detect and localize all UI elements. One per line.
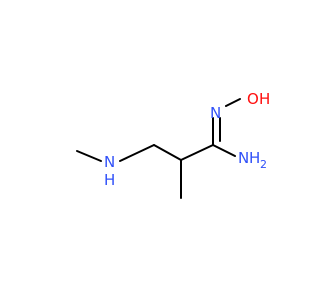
atom-amine-h: H [104,171,115,189]
atom-labels: O H N N H N H 2 [104,90,270,189]
bond-n-o [225,98,241,107]
bonds [76,98,241,199]
structure-svg: O H N N H N H 2 [76,90,270,199]
bond-n-ch2 [119,144,155,162]
atom-amide-h: H [249,149,260,167]
atom-amide-n: N [238,149,249,167]
atom-o: O [247,90,259,108]
atom-o-h: H [259,90,270,108]
molecule-diagram: O H N N H N H 2 [76,90,270,199]
atom-amine-n: N [104,153,115,171]
bond-ch-camidine [180,144,214,161]
bond-ch2-ch [153,144,182,161]
atom-amide-subscript: 2 [260,158,267,171]
bond-c-nh2 [212,144,236,157]
bond-methyl-n [76,150,102,162]
atom-imine-n: N [210,104,221,122]
